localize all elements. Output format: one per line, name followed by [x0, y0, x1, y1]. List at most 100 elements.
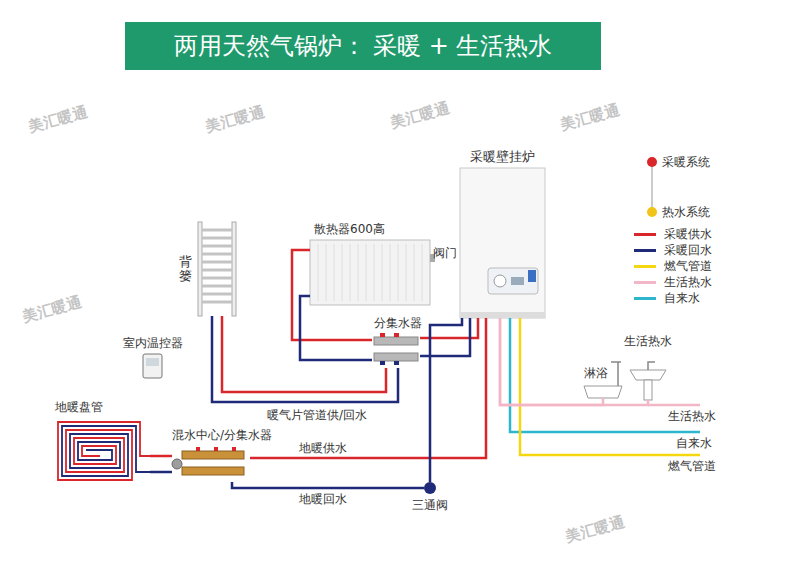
- radiator-manifold: 分集水器: [372, 334, 420, 368]
- legend-text: 生活热水: [664, 275, 712, 289]
- legend-text: 采暖供水: [664, 227, 712, 241]
- radiator-fins: [318, 244, 422, 301]
- watermark: 美汇暖通: [21, 293, 84, 326]
- towel-rack-bars: [202, 230, 232, 302]
- three-way-valve-label: 三通阀: [412, 498, 448, 513]
- three-way-valve: 三通阀: [424, 482, 436, 494]
- legend-text: 燃气管道: [664, 259, 712, 273]
- mixing-manifold-label: 混水中心/分集水器: [172, 428, 272, 443]
- pipe-end-label: 燃气管道: [668, 459, 716, 473]
- watermark: 美汇暖通: [559, 101, 622, 134]
- legend-guide: [652, 162, 653, 212]
- boiler-base: [460, 312, 545, 318]
- boiler-knob: [494, 275, 506, 287]
- thermostat-body: [143, 354, 162, 378]
- legend-line: [634, 265, 656, 268]
- pipe-end-label: 生活热水: [668, 409, 716, 423]
- pipe-end-label: 自来水: [676, 436, 712, 450]
- watermark: 美汇暖通: [564, 513, 627, 546]
- edge-label: 暖气片管道供/回水: [265, 408, 369, 422]
- shower-pipe: [611, 362, 621, 386]
- legend-text: 采暖回水: [664, 243, 712, 257]
- bathtub-label: 淋浴: [584, 366, 608, 381]
- manifold-bar: [374, 353, 418, 361]
- boiler-display: [511, 277, 524, 285]
- bathtub-shape: [584, 386, 622, 398]
- valve-label: 阀门: [433, 246, 457, 260]
- mixing-valve: [214, 447, 218, 451]
- title-band: 两用天然气锅炉： 采暖 + 生活热水: [125, 22, 601, 70]
- pipe-connector: [420, 318, 478, 356]
- boiler-panel: [488, 268, 538, 294]
- towel-rack-label: 背篓: [179, 255, 192, 284]
- radiator-label: 散热器600高: [314, 222, 385, 237]
- thermostat: 室内温控器: [143, 354, 162, 378]
- pipe-line: [250, 318, 486, 458]
- radiator-body: [310, 240, 430, 305]
- legend-entry: 生活热水: [630, 274, 780, 290]
- mixing-manifold-bar: [182, 467, 244, 475]
- legend-entry: 热水系统: [630, 204, 780, 220]
- legend-dot: [647, 157, 657, 167]
- legend-entry: 采暖供水: [630, 226, 780, 242]
- legend-line: [634, 297, 656, 300]
- pipe-connector: [250, 318, 486, 458]
- manifold-cap: [394, 361, 399, 365]
- mixing-valve: [196, 447, 200, 451]
- watermark: 美汇暖通: [389, 99, 452, 132]
- pipe-line: [222, 316, 386, 392]
- pipe-connector: [232, 482, 424, 488]
- floor-coil: 地暖盘管: [55, 418, 150, 482]
- legend-line: [634, 249, 656, 252]
- thermostat-screen: [146, 358, 159, 366]
- boiler-body: [460, 168, 545, 318]
- legend-line: [634, 233, 656, 236]
- legend-entry: 燃气管道: [630, 258, 780, 274]
- legend-text: 热水系统: [662, 205, 710, 219]
- edge-label: 地暖供水: [297, 441, 349, 455]
- pipe-connector: [430, 318, 462, 482]
- radiator-manifold-label: 分集水器: [374, 316, 422, 331]
- thermostat-label: 室内温控器: [123, 336, 183, 351]
- towel-rack-post: [232, 222, 236, 316]
- pipe-line: [500, 318, 603, 405]
- legend-dot: [647, 207, 657, 217]
- pipe-connector: [500, 318, 603, 405]
- sink-basin: [630, 370, 666, 380]
- pipe-line: [232, 482, 424, 488]
- floor-coil-return: [62, 426, 150, 476]
- legend-entry: 采暖系统: [630, 154, 780, 170]
- legend-text: 采暖系统: [662, 155, 710, 169]
- mixing-valve: [232, 447, 236, 451]
- sink-pedestal: [644, 380, 652, 400]
- title-text: 两用天然气锅炉： 采暖 + 生活热水: [174, 31, 553, 61]
- radiator: 散热器600高: [310, 240, 430, 305]
- sink-faucet: [648, 362, 655, 370]
- pipe-line: [212, 316, 398, 402]
- pipe-connector: [212, 316, 398, 402]
- bathtub: 淋浴: [584, 384, 622, 398]
- legend-entry: 自来水: [630, 290, 780, 306]
- pipe-line: [300, 296, 372, 360]
- manifold-cap: [380, 361, 385, 365]
- hot-water-pipe: [648, 404, 700, 407]
- pipe-connector: [150, 456, 172, 472]
- legend-entry: 采暖回水: [630, 242, 780, 258]
- pipe-line: [150, 471, 172, 474]
- floor-coil-label: 地暖盘管: [55, 400, 103, 415]
- watermark: 美汇暖通: [27, 103, 90, 136]
- sink: 生活热水: [630, 352, 666, 400]
- manifold-cap: [394, 333, 399, 337]
- pipe-connector: [500, 318, 648, 405]
- boiler-sticker: [528, 270, 536, 282]
- pipe-connector: [292, 250, 372, 360]
- towel-rack-post: [198, 222, 202, 316]
- manifold-cap: [380, 333, 385, 337]
- edge-label: 地暖回水: [297, 492, 349, 506]
- mixing-manifold-bar: [182, 451, 244, 459]
- pipe-line: [430, 318, 462, 482]
- boiler: 采暖壁挂炉: [460, 168, 545, 318]
- pipe-line: [150, 455, 172, 458]
- floor-coil-supply: [58, 422, 150, 480]
